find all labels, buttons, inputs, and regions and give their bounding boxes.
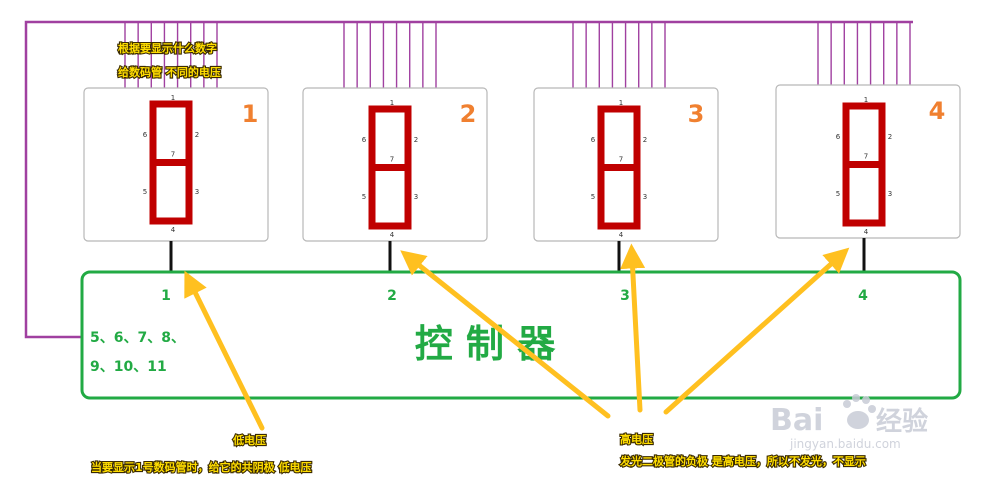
segment-label-lower-right: 3 [414,193,418,201]
segment-label-lower-left: 5 [362,193,366,201]
digit-number: 3 [688,100,705,128]
low-voltage-note-text: 当要显示1号数码管时，给它的共阴极 低电压 [91,460,311,474]
baidu-watermark: Bai 经验 jingyan.baidu.com [770,394,928,451]
segment-label-lower-right: 3 [643,193,647,201]
segment-label-bottom: 4 [171,226,176,234]
high-voltage-note-text: 发光二极管的负极 是高电压，所以不发光，不显示 [619,454,866,468]
segment-label-top: 1 [171,94,175,102]
segment-label-upper-right: 2 [414,136,418,144]
seven-segment-display: 1 2 3 4 5 6 7 [836,96,892,236]
high-voltage-note-title: 高电压 [620,432,653,446]
segment-label-lower-left: 5 [591,193,595,201]
digit-number: 1 [242,100,259,128]
segment-label-middle: 7 [390,156,394,164]
segment-label-lower-left: 5 [836,190,840,198]
segment-label-upper-right: 2 [888,133,892,141]
paw-icon [843,394,876,429]
segment-label-bottom: 4 [390,231,395,239]
digit-module-3: 1 2 3 4 5 6 7 3 [533,87,719,272]
seven-segment-display: 1 2 3 4 5 6 7 [143,94,199,234]
low-voltage-note-title: 低电压 [232,433,266,447]
controller-port-4: 4 [858,288,868,304]
segment-label-middle: 7 [864,153,868,161]
segment-label-bottom: 4 [864,228,869,236]
segment-label-upper-right: 2 [643,136,647,144]
segment-label-top: 1 [864,96,868,104]
segment-label-top: 1 [390,99,394,107]
segment-label-middle: 7 [171,151,175,159]
top-note-line1: 根据要显示什么数字 [118,41,217,55]
digit-modules: 1 2 3 4 5 6 7 1 1 2 3 4 5 6 7 2 1 2 3 4 5 6 7 3 1 2 3 4 5 6 7 4 [83,84,961,272]
segment-label-lower-right: 3 [195,188,199,196]
seven-segment-display: 1 2 3 4 5 6 7 [362,99,418,239]
segment-label-upper-left: 6 [591,136,596,144]
controller-pins-line2: 9、10、11 [90,359,167,375]
segment-label-upper-right: 2 [195,131,199,139]
segment-label-top: 1 [619,99,623,107]
segment-label-lower-right: 3 [888,190,892,198]
controller: 控 制 器 5、6、7、8、 9、10、11 [80,270,962,400]
digit-module-2: 1 2 3 4 5 6 7 2 [302,87,488,272]
segment-label-upper-left: 6 [836,133,841,141]
return-wire [24,20,913,339]
top-note-line2: 给数码管 不同的电压 [118,65,221,79]
watermark-brand-cn: 经验 [876,406,928,437]
watermark-url: jingyan.baidu.com [789,437,901,451]
digit-number: 4 [929,97,946,125]
watermark-brand: Bai [770,403,823,438]
segment-label-upper-left: 6 [362,136,367,144]
controller-port-2: 2 [387,288,397,304]
segment-label-upper-left: 6 [143,131,148,139]
arrow-to-port-2 [400,250,611,419]
seven-segment-display: 1 2 3 4 5 6 7 [591,99,647,239]
pin-wiring [24,20,913,339]
annotation-arrows [184,243,850,431]
arrow-to-port-1 [184,270,265,431]
digit-module-4: 1 2 3 4 5 6 7 4 [775,84,961,272]
arrow-to-port-3 [620,243,646,413]
segment-label-lower-left: 5 [143,188,147,196]
digit-number: 2 [460,100,477,128]
controller-pins-line1: 5、6、7、8、 [90,330,185,346]
controller-box [80,270,962,400]
controller-port-1: 1 [161,288,171,304]
arrow-to-port-4 [663,247,850,415]
controller-ports: 1 2 3 4 [161,288,868,304]
segment-label-bottom: 4 [619,231,624,239]
controller-port-3: 3 [620,288,630,304]
digit-module-1: 1 2 3 4 5 6 7 1 [83,87,269,272]
segment-label-middle: 7 [619,156,623,164]
